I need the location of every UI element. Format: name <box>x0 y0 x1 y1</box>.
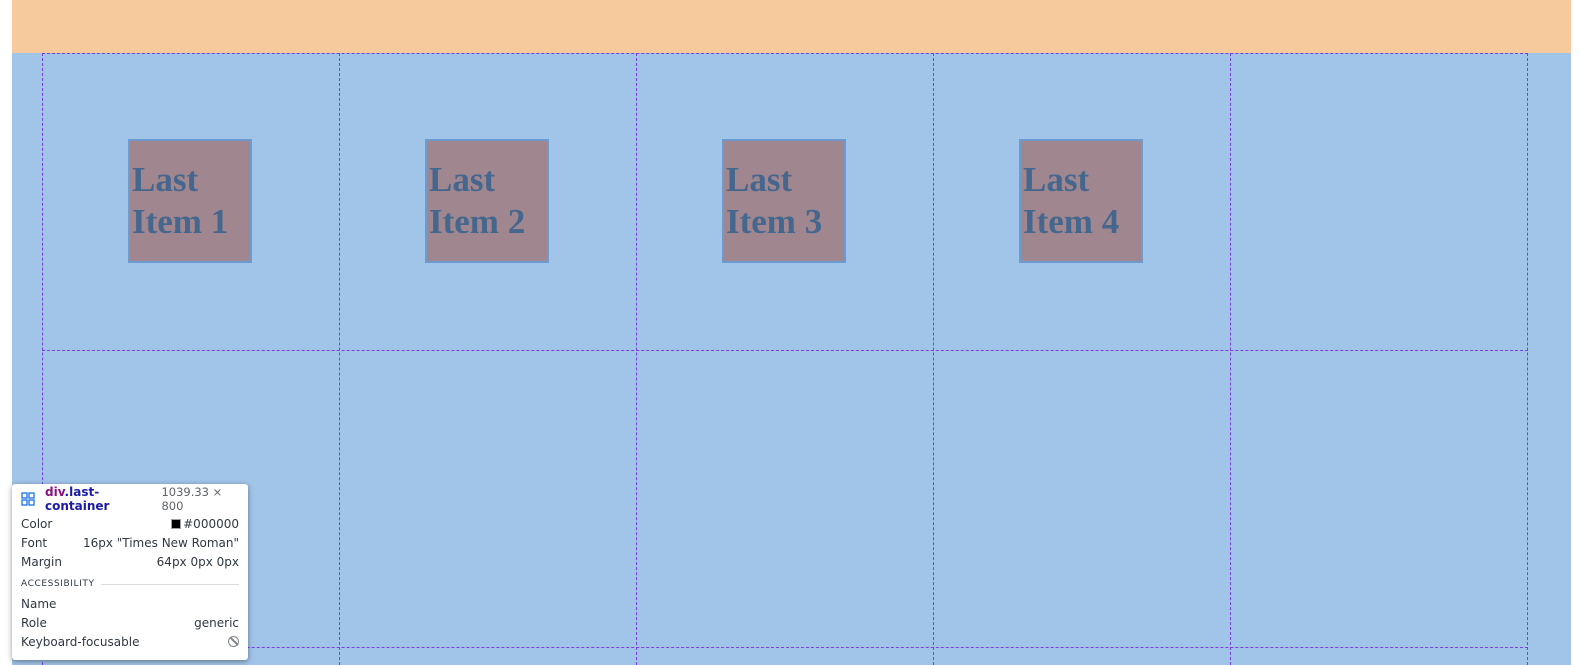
name-label: Name <box>21 596 57 611</box>
section-divider <box>100 583 239 585</box>
color-swatch <box>171 518 182 529</box>
grid-item-label: Last Item 4 <box>1023 160 1120 241</box>
grid-column-line <box>1230 53 1231 665</box>
accessibility-section-header: ACCESSIBILITY <box>21 574 239 594</box>
grid-column-line <box>636 53 637 665</box>
not-allowed-icon <box>228 636 239 647</box>
color-hex: #000000 <box>183 516 239 531</box>
margin-label: Margin <box>21 554 62 569</box>
grid-column-line <box>933 53 934 665</box>
element-class: .last-container <box>45 485 110 513</box>
role-value: generic <box>194 615 239 630</box>
devtools-inspect-tooltip: div.last-container 1039.33 × 800 Color #… <box>12 484 248 660</box>
element-size: 1039.33 × 800 <box>161 485 223 513</box>
margin-value: 64px 0px 0px <box>156 554 239 569</box>
grid-item[interactable]: Last Item 1 <box>128 139 252 263</box>
tooltip-row-name: Name <box>21 594 239 613</box>
tooltip-row-color: Color #000000 <box>21 514 239 533</box>
tooltip-row-font: Font 16px "Times New Roman" <box>21 533 239 552</box>
font-value: 16px "Times New Roman" <box>82 535 239 550</box>
grid-column-line <box>339 53 340 665</box>
grid-row-line <box>42 350 1528 351</box>
role-label: Role <box>21 615 47 630</box>
tooltip-row-keyboard-focusable: Keyboard-focusable <box>21 632 239 651</box>
accessibility-title: ACCESSIBILITY <box>21 579 95 589</box>
grid-column-line <box>1527 53 1528 665</box>
grid-item-label: Last Item 1 <box>132 160 229 241</box>
font-label: Font <box>21 535 48 550</box>
tooltip-header: div.last-container 1039.33 × 800 <box>21 484 239 514</box>
keyboard-focusable-label: Keyboard-focusable <box>21 634 140 649</box>
grid-row-line <box>42 647 1528 648</box>
keyboard-focusable-value <box>228 636 239 647</box>
color-value: #000000 <box>171 517 239 531</box>
grid-item-label: Last Item 3 <box>726 160 823 241</box>
tooltip-row-role: Role generic <box>21 613 239 632</box>
grid-column-line <box>42 53 43 665</box>
grid-item-label: Last Item 2 <box>429 160 526 241</box>
tooltip-row-margin: Margin 64px 0px 0px <box>21 552 239 571</box>
color-label: Color <box>21 516 53 531</box>
grid-item[interactable]: Last Item 4 <box>1019 139 1143 263</box>
element-tag: div <box>45 485 65 499</box>
margin-highlight-overlay <box>12 0 1571 53</box>
element-selector: div.last-container <box>45 485 151 513</box>
grid-layout-icon <box>21 492 35 506</box>
grid-item[interactable]: Last Item 2 <box>425 139 549 263</box>
grid-item[interactable]: Last Item 3 <box>722 139 846 263</box>
grid-row-line <box>42 53 1528 54</box>
